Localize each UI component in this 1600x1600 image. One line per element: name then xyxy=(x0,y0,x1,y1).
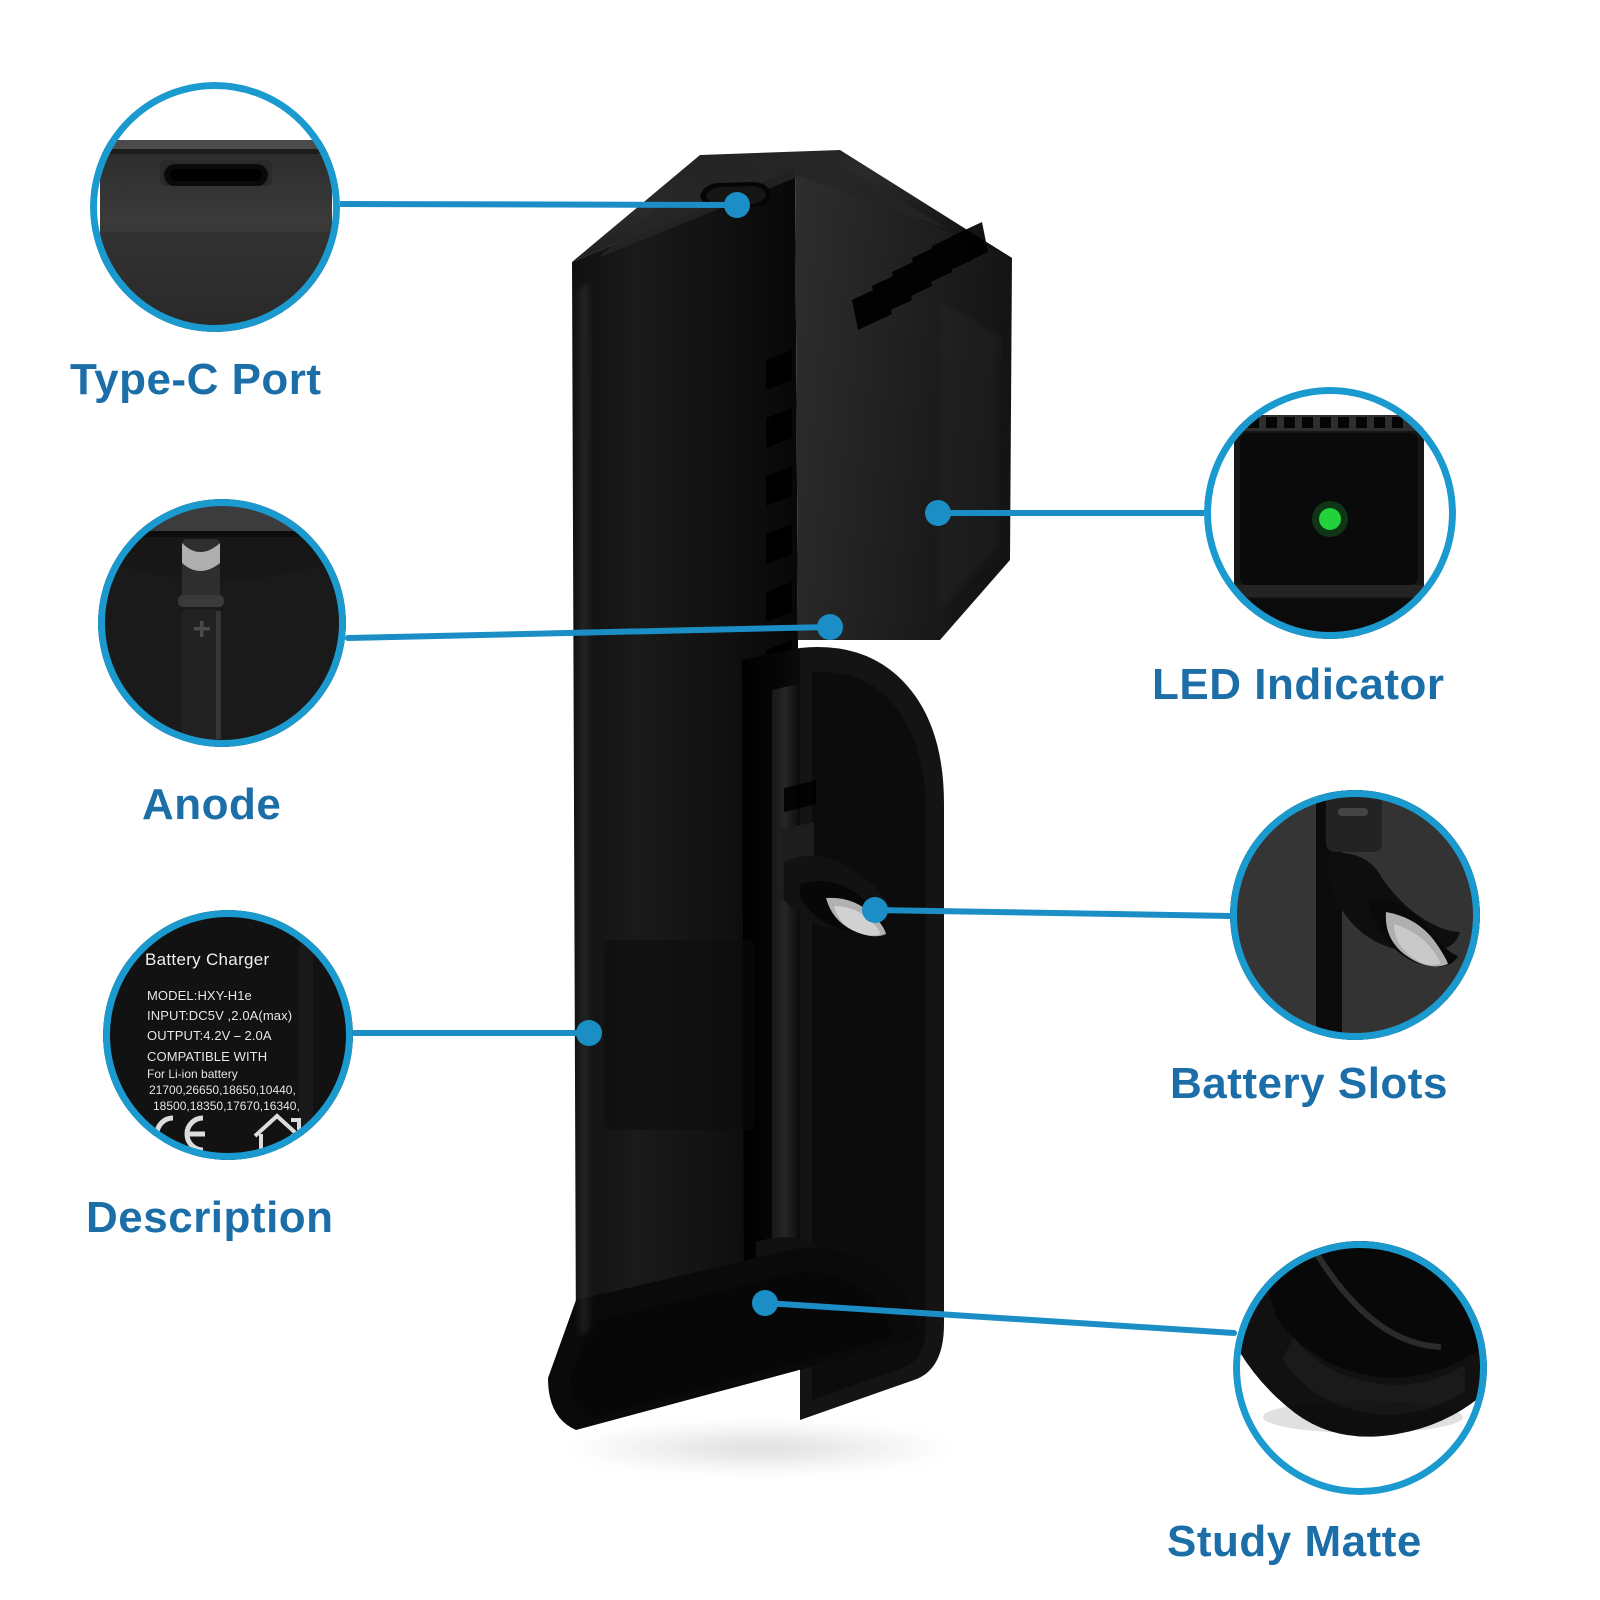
spec-label-text: Battery Charger MODEL:HXY-H1e INPUT:DC5V… xyxy=(103,910,353,1160)
matte-base-icon xyxy=(1233,1241,1487,1495)
label-type-c-port: Type-C Port xyxy=(70,355,322,404)
house-mark xyxy=(253,1113,301,1154)
base-shadow xyxy=(560,1422,960,1474)
callout-anode[interactable] xyxy=(98,499,346,747)
ce-mark-e xyxy=(184,1115,204,1153)
label-battery-slots: Battery Slots xyxy=(1170,1059,1448,1108)
led-dot xyxy=(1319,508,1341,530)
callout-type-c-port[interactable] xyxy=(90,82,340,332)
led-indicator-icon xyxy=(1204,387,1456,639)
charger-top-highlight xyxy=(598,162,950,258)
spec-title: Battery Charger xyxy=(145,950,270,969)
callout-battery-slots[interactable] xyxy=(1230,790,1480,1040)
spec-line-5: 21700,26650,18650,10440, xyxy=(149,1083,296,1097)
product-label-region xyxy=(604,940,754,1130)
body-right-sheen xyxy=(938,300,1000,612)
slider-cutout xyxy=(784,780,816,812)
body-left-sheen xyxy=(576,282,592,1336)
ce-mark-c xyxy=(154,1115,174,1153)
product-label-icon xyxy=(103,910,353,1160)
vent-slots-top xyxy=(852,222,988,330)
spec-line-0: MODEL:HXY-H1e xyxy=(147,988,252,1003)
spec-line-6: 18500,18350,17670,16340, xyxy=(153,1099,300,1113)
charger-right-arm-shadow xyxy=(812,671,926,1400)
callout-led-indicator[interactable] xyxy=(1204,387,1456,639)
spec-line-1: INPUT:DC5V ,2.0A(max) xyxy=(147,1008,293,1023)
battery-slot-clip-icon xyxy=(1230,790,1480,1040)
anode-spring-icon xyxy=(98,499,346,747)
spec-line-2: OUTPUT:4.2V ⎯ 2.0A xyxy=(147,1028,272,1043)
spec-line-3: COMPATIBLE WITH xyxy=(147,1049,268,1064)
label-description: Description xyxy=(86,1193,334,1242)
charger-top-face xyxy=(572,150,1012,262)
label-study-matte: Study Matte xyxy=(1167,1517,1422,1566)
label-anode: Anode xyxy=(142,780,282,829)
spec-line-4: For Li-ion battery xyxy=(147,1067,238,1081)
usb-c-port-icon xyxy=(90,82,340,332)
label-led-indicator: LED Indicator xyxy=(1152,660,1445,709)
callout-study-matte[interactable] xyxy=(1233,1241,1487,1495)
certification-marks xyxy=(154,1113,301,1154)
